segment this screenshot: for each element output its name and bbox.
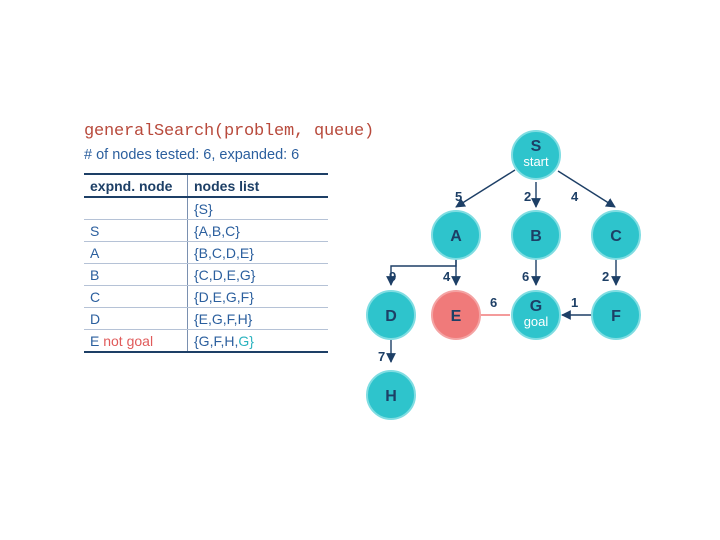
not-goal-note: not goal [103, 332, 154, 349]
node-h: H [366, 370, 416, 420]
node-f-label: F [611, 308, 621, 325]
edge-s-a [455, 169, 516, 208]
node-f: F [591, 290, 641, 340]
column-header-expanded-node: expnd. node [84, 174, 188, 198]
cost-label-f-g: 1 [571, 295, 578, 310]
cost-label-d-h: 7 [378, 349, 385, 364]
node-s-sublabel: start [523, 154, 549, 169]
cost-label-c-f: 2 [602, 269, 609, 284]
expanded-node-cell: S [84, 219, 188, 242]
expanded-node-cell: B [84, 263, 188, 286]
nodes-list-cell: {C,D,E,G} [187, 263, 328, 286]
node-b: B [511, 210, 561, 260]
node-g-sublabel: goal [524, 314, 549, 329]
edge-s-c [557, 170, 616, 208]
node-a: A [431, 210, 481, 260]
nodes-list-cell: {E,G,F,H} [187, 307, 328, 330]
cost-label-s-b: 2 [524, 189, 531, 204]
page-title: generalSearch(problem, queue) [84, 122, 375, 141]
node-g-label: G [530, 298, 542, 315]
cost-label-a-d: 9 [389, 269, 396, 284]
nodes-list-cell: {D,E,G,F} [187, 285, 328, 308]
nodes-list-cell: {A,B,C} [187, 219, 328, 242]
expanded-node-cell: D [84, 307, 188, 330]
node-name: E [90, 332, 100, 349]
expanded-node-cell: C [84, 285, 188, 308]
search-table: expnd. node nodes list {S} S {A,B,C} A {… [84, 173, 328, 353]
nodes-list-highlight: G} [238, 332, 254, 349]
cost-label-s-a: 5 [455, 189, 462, 204]
node-g: G goal [511, 290, 561, 340]
cost-label-e-g: 6 [490, 295, 497, 310]
node-s: S start [511, 130, 561, 180]
node-c-label: C [610, 228, 622, 245]
expanded-node-cell [84, 197, 188, 220]
node-c: C [591, 210, 641, 260]
graph-nodes: S start A B C D E G goal F [366, 130, 641, 420]
table-row: D {E,G,F,H} [84, 307, 328, 330]
subtitle: # of nodes tested: 6, expanded: 6 [84, 147, 300, 163]
node-s-label: S [531, 138, 542, 155]
node-b-label: B [530, 228, 542, 245]
nodes-list-cell: {S} [187, 197, 328, 220]
nodes-list-cell: {B,C,D,E} [187, 241, 328, 264]
node-e: E [431, 290, 481, 340]
cost-label-b-g: 6 [522, 269, 529, 284]
expanded-node-cell: E not goal [84, 329, 188, 353]
cost-label-s-c: 4 [571, 189, 579, 204]
expanded-node-cell: A [84, 241, 188, 264]
table-row: C {D,E,G,F} [84, 285, 328, 308]
table-row: A {B,C,D,E} [84, 241, 328, 264]
table-row: S {A,B,C} [84, 219, 328, 242]
edge-cost-labels: 5 2 4 9 4 6 2 6 1 7 [378, 189, 609, 364]
node-a-label: A [450, 228, 462, 245]
table-row: {S} [84, 197, 328, 220]
nodes-list-cell: {G,F,H,G} [187, 329, 328, 353]
node-d: D [366, 290, 416, 340]
node-d-label: D [385, 308, 397, 325]
cost-label-a-e: 4 [443, 269, 451, 284]
column-header-nodes-list: nodes list [187, 174, 328, 198]
table-row: B {C,D,E,G} [84, 263, 328, 286]
node-h-label: H [385, 388, 397, 405]
table-row: E not goal {G,F,H,G} [84, 329, 328, 353]
nodes-list-text: {G,F,H, [194, 332, 239, 349]
node-e-label: E [451, 308, 462, 325]
table-header-row: expnd. node nodes list [84, 174, 328, 198]
graph-edges [386, 169, 621, 363]
